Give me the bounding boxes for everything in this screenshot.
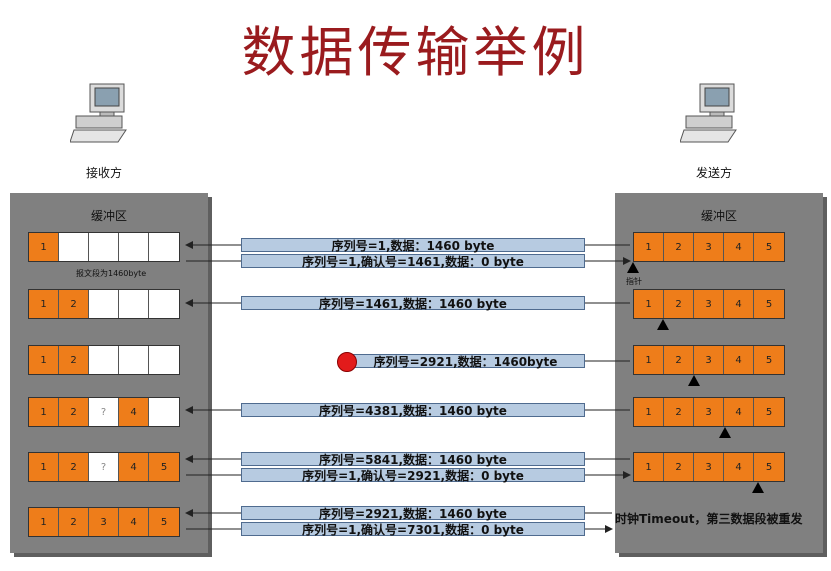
message-bar: 序列号=1,确认号=2921,数据：0 byte	[241, 468, 585, 483]
message-bar: 序列号=1,确认号=1461,数据：0 byte	[241, 254, 585, 269]
receiver-buffer-row: 1 2 ? 4	[28, 397, 180, 427]
buffer-cell: 1	[29, 398, 59, 426]
receiver-label: 接收方	[86, 166, 123, 180]
sender-computer-icon	[680, 83, 737, 143]
buffer-cell: 1	[29, 508, 59, 536]
buffer-cell	[119, 233, 149, 261]
buffer-cell: 4	[724, 453, 754, 481]
buffer-cell: 2	[59, 508, 89, 536]
sender-buffer-row: 1 2 3 4 5	[633, 345, 785, 375]
buffer-cell: 2	[664, 346, 694, 374]
buffer-cell: 2	[664, 233, 694, 261]
message-bar: 序列号=1461,数据：1460 byte	[241, 296, 585, 311]
buffer-cell: 2	[664, 453, 694, 481]
message-bar: 序列号=4381,数据：1460 byte	[241, 403, 585, 418]
buffer-cell: 5	[754, 346, 784, 374]
message-bar: 序列号=1,确认号=7301,数据：0 byte	[241, 522, 585, 537]
buffer-cell: 2	[59, 346, 89, 374]
buffer-cell: 2	[664, 398, 694, 426]
buffer-cell: 1	[634, 398, 664, 426]
receiver-buffer-row: 1	[28, 232, 180, 262]
sender-label: 发送方	[696, 166, 733, 180]
buffer-cell: 1	[29, 233, 59, 261]
pointer-marker	[752, 482, 764, 493]
pointer-marker	[688, 375, 700, 386]
buffer-cell: 1	[634, 290, 664, 318]
buffer-cell: 4	[724, 290, 754, 318]
message-bar: 序列号=2921,数据：1460 byte	[241, 506, 585, 521]
message-bar: 序列号=5841,数据：1460 byte	[241, 452, 585, 467]
page-title: 数据传输举例	[241, 21, 590, 84]
buffer-cell: 2	[59, 453, 89, 481]
buffer-cell: 2	[664, 290, 694, 318]
pointer-marker	[657, 319, 669, 330]
buffer-cell	[149, 346, 179, 374]
buffer-cell: 5	[754, 233, 784, 261]
buffer-cell	[149, 233, 179, 261]
buffer-cell: 4	[119, 508, 149, 536]
pointer-label: 指针	[626, 277, 642, 286]
buffer-cell	[119, 290, 149, 318]
receiver-buffer-title: 缓冲区	[90, 209, 127, 223]
message-bar: 序列号=1,数据：1460 byte	[241, 238, 585, 253]
buffer-cell	[89, 290, 119, 318]
buffer-cell: 1	[29, 453, 59, 481]
buffer-cell: 5	[754, 290, 784, 318]
buffer-cell: 4	[724, 346, 754, 374]
buffer-cell: 5	[149, 508, 179, 536]
buffer-cell: 4	[119, 453, 149, 481]
sender-buffer-row: 1 2 3 4 5	[633, 289, 785, 319]
receiver-buffer-row: 1 2 3 4 5	[28, 507, 180, 537]
buffer-cell: 1	[634, 453, 664, 481]
sender-buffer-row: 1 2 3 4 5	[633, 232, 785, 262]
pointer-marker	[627, 262, 639, 273]
buffer-cell: 5	[149, 453, 179, 481]
sender-buffer-row: 1 2 3 4 5	[633, 397, 785, 427]
segment-note: 报文段为1460byte	[76, 269, 147, 278]
timeout-note: 时钟Timeout，第三数据段被重发	[615, 512, 803, 526]
buffer-cell	[119, 346, 149, 374]
buffer-cell: 3	[89, 508, 119, 536]
receiver-buffer-row: 1 2	[28, 289, 180, 319]
buffer-cell: 3	[694, 398, 724, 426]
buffer-cell	[89, 346, 119, 374]
buffer-cell: 3	[694, 346, 724, 374]
buffer-cell	[149, 290, 179, 318]
receiver-computer-icon	[70, 83, 127, 143]
pointer-marker	[719, 427, 731, 438]
buffer-cell: 1	[634, 233, 664, 261]
buffer-cell: ?	[89, 453, 119, 481]
buffer-cell: ?	[89, 398, 119, 426]
buffer-cell: 2	[59, 290, 89, 318]
message-bar-lost: 序列号=2921,数据：1460byte	[346, 354, 585, 369]
sender-buffer-row: 1 2 3 4 5	[633, 452, 785, 482]
buffer-cell: 2	[59, 398, 89, 426]
sender-buffer-title: 缓冲区	[700, 209, 737, 223]
buffer-cell	[149, 398, 179, 426]
buffer-cell: 4	[724, 398, 754, 426]
buffer-cell: 3	[694, 290, 724, 318]
buffer-cell: 5	[754, 453, 784, 481]
buffer-cell: 4	[119, 398, 149, 426]
packet-lost-dot	[337, 352, 357, 372]
buffer-cell	[59, 233, 89, 261]
buffer-cell: 1	[29, 346, 59, 374]
buffer-cell: 5	[754, 398, 784, 426]
buffer-cell: 4	[724, 233, 754, 261]
buffer-cell: 3	[694, 453, 724, 481]
receiver-buffer-row: 1 2	[28, 345, 180, 375]
buffer-cell: 3	[694, 233, 724, 261]
buffer-cell	[89, 233, 119, 261]
buffer-cell: 1	[29, 290, 59, 318]
receiver-buffer-row: 1 2 ? 4 5	[28, 452, 180, 482]
buffer-cell: 1	[634, 346, 664, 374]
